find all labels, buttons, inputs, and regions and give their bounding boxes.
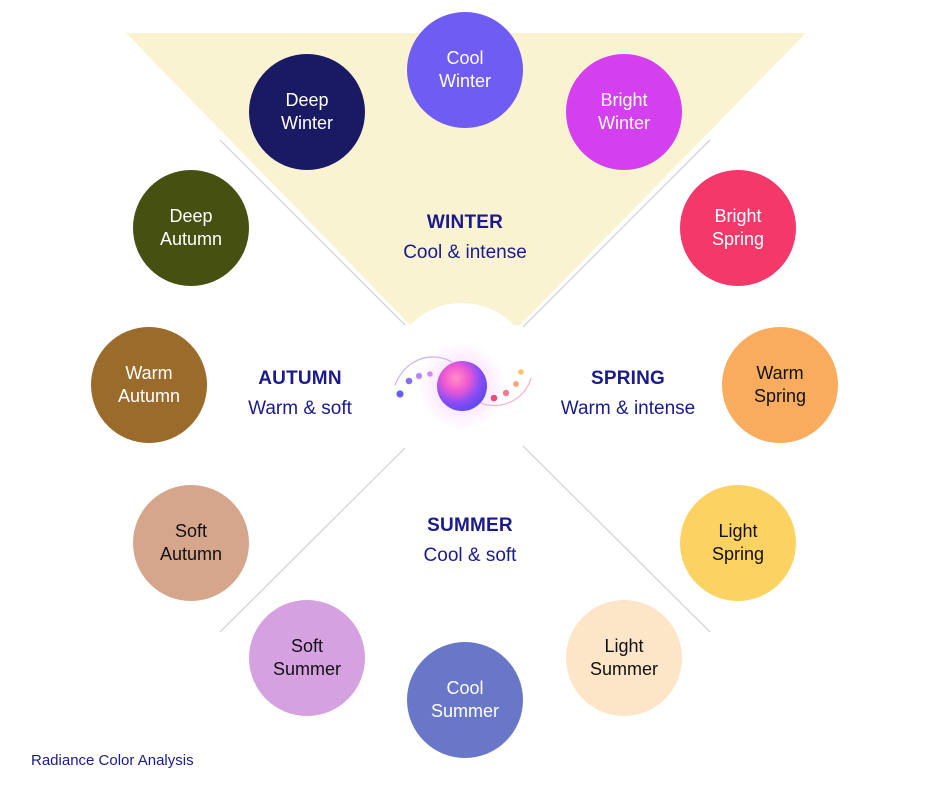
palette-light-spring: Light Spring bbox=[680, 485, 796, 601]
palette-warm-spring: Warm Spring bbox=[722, 327, 838, 443]
season-autumn: AUTUMN Warm & soft bbox=[210, 368, 390, 420]
season-autumn-name: AUTUMN bbox=[258, 368, 342, 389]
season-winter-desc: Cool & intense bbox=[403, 242, 527, 263]
palette-soft-summer: Soft Summer bbox=[249, 600, 365, 716]
palette-bright-winter: Bright Winter bbox=[566, 54, 682, 170]
season-summer-name: SUMMER bbox=[427, 515, 513, 536]
palette-soft-autumn: Soft Autumn bbox=[133, 485, 249, 601]
palette-cool-summer: Cool Summer bbox=[407, 642, 523, 758]
season-winter-name: WINTER bbox=[426, 212, 504, 233]
brand-name: Radiance Color Analysis bbox=[31, 752, 194, 769]
palette-deep-autumn: Deep Autumn bbox=[133, 170, 249, 286]
season-summer: SUMMER Cool & soft bbox=[370, 515, 570, 567]
season-winter: WINTER Cool & intense bbox=[365, 212, 565, 264]
palette-bright-spring: Bright Spring bbox=[680, 170, 796, 286]
season-spring-name: SPRING bbox=[590, 368, 666, 389]
palette-light-summer: Light Summer bbox=[566, 600, 682, 716]
radiance-logo-icon bbox=[394, 342, 532, 430]
quadrant-dividers bbox=[219, 139, 711, 633]
season-spring: SPRING Warm & intense bbox=[538, 368, 718, 420]
season-summer-desc: Cool & soft bbox=[423, 545, 517, 566]
palette-deep-winter: Deep Winter bbox=[249, 54, 365, 170]
palette-warm-autumn: Warm Autumn bbox=[91, 327, 207, 443]
palette-cool-winter: Cool Winter bbox=[407, 12, 523, 128]
season-spring-desc: Warm & intense bbox=[560, 398, 696, 419]
season-autumn-desc: Warm & soft bbox=[248, 398, 352, 419]
